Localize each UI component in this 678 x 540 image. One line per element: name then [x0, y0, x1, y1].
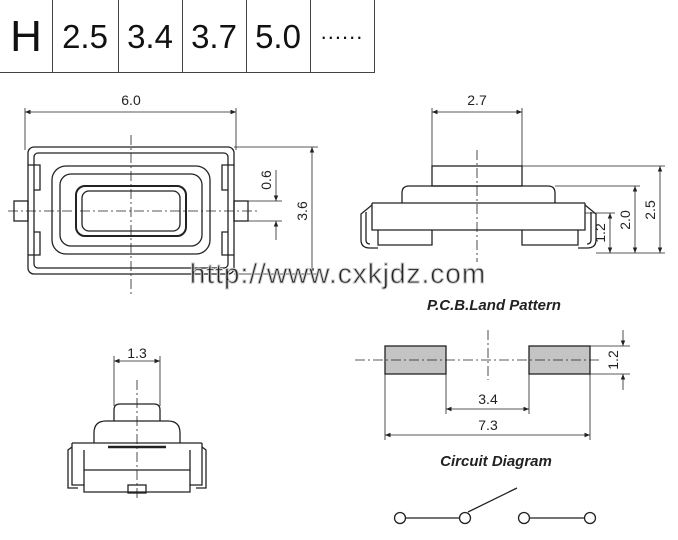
height-label: H	[10, 11, 42, 61]
terminal-2	[458, 511, 472, 525]
table-divider	[118, 0, 119, 73]
height-value-4: 5.0	[255, 17, 301, 55]
dim-pad-total: 7.3	[478, 417, 498, 433]
dim-side-total-height: 2.5	[642, 200, 658, 220]
table-divider	[52, 0, 53, 73]
dim-side-body-height: 2.0	[617, 210, 633, 230]
height-value-3: 3.7	[191, 17, 237, 55]
terminal-3	[517, 511, 531, 525]
terminal-1	[393, 511, 407, 525]
height-table: H 2.5 3.4 3.7 5.0 ......	[0, 0, 375, 73]
table-bottom-border	[0, 72, 374, 73]
height-value-more: ......	[320, 18, 364, 44]
dim-top-small: 0.6	[258, 170, 274, 190]
table-divider	[182, 0, 183, 73]
table-divider	[310, 0, 311, 73]
dim-top-height: 3.6	[294, 201, 310, 221]
table-divider	[246, 0, 247, 73]
watermark: http://www.cxkjdz.com	[190, 258, 486, 289]
height-value-2: 3.4	[127, 17, 173, 55]
dim-pad-gap: 3.4	[478, 391, 498, 407]
front-view	[67, 356, 207, 500]
dim-front-cap-width: 1.3	[127, 345, 147, 361]
dim-side-cap-width: 2.7	[467, 92, 487, 108]
dim-side-base-height: 1.2	[592, 223, 608, 243]
side-view	[360, 108, 665, 262]
dim-top-width: 6.0	[121, 92, 141, 108]
land-pattern-caption: P.C.B.Land Pattern	[427, 297, 561, 314]
circuit-caption: Circuit Diagram	[440, 453, 552, 470]
height-value-1: 2.5	[62, 17, 108, 55]
top-view	[8, 108, 318, 295]
table-divider	[374, 0, 375, 73]
terminal-4	[583, 511, 597, 525]
land-pattern	[355, 330, 630, 440]
circuit-diagram	[393, 487, 597, 525]
dim-pad-height: 1.2	[605, 350, 621, 370]
